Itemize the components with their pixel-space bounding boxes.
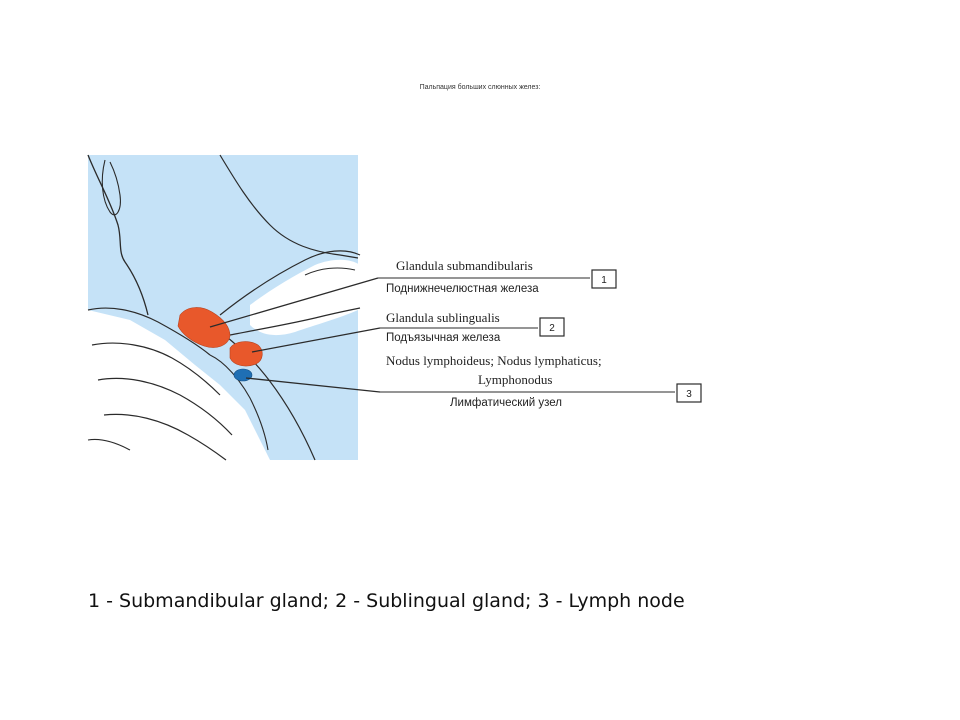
label-1-russian: Поднижнечелюстная железа [386,283,539,295]
figure-caption: 1 - Submandibular gland; 2 - Sublingual … [88,590,685,612]
finger-palm-edge [209,354,269,451]
leader-line-1 [209,277,379,328]
label-3-latin-line2: Lymphonodus [478,372,552,387]
label-3-number: 3 [686,389,692,400]
slide-title: Пальпация больших слюнных желез: [419,84,541,91]
label-1-latin: Glandula submandibularis [396,258,533,273]
label-3-number-box [676,383,702,403]
label-1-number-box [591,269,617,289]
finger-5 [87,438,131,451]
finger-2 [91,342,221,396]
thumb-outline-top [219,250,361,316]
thumb-fill [250,259,360,336]
palpation-illustration: Glandula submandibularis Поднижнечелюстн… [87,154,702,461]
label-3-russian: Лимфатический узел [450,397,562,409]
jaw-outline [219,154,359,259]
label-2-number: 2 [549,323,555,334]
label-2-russian: Подъязычная железа [386,332,501,344]
lymph-node [233,368,253,382]
label-1-number: 1 [601,275,607,286]
submandibular-gland [177,307,231,348]
hand-fill-left [88,310,270,460]
leader-line-3 [245,377,381,393]
leader-line-2 [251,327,381,353]
finger-3 [97,377,233,436]
thumb-outline-bottom [229,307,361,336]
thumb-nail [304,267,356,276]
finger-4 [103,413,227,461]
anatomy-figure: Glandula submandibularis Поднижнечелюстн… [70,140,720,470]
label-2-number-box [539,317,565,337]
label-2-latin: Glandula sublingualis [386,310,500,325]
ear-outline [101,159,121,216]
label-3-latin-line1: Nodus lymphoideus; Nodus lymphaticus; [386,353,602,368]
sublingual-gland [229,341,263,367]
finger-1 [87,307,211,356]
